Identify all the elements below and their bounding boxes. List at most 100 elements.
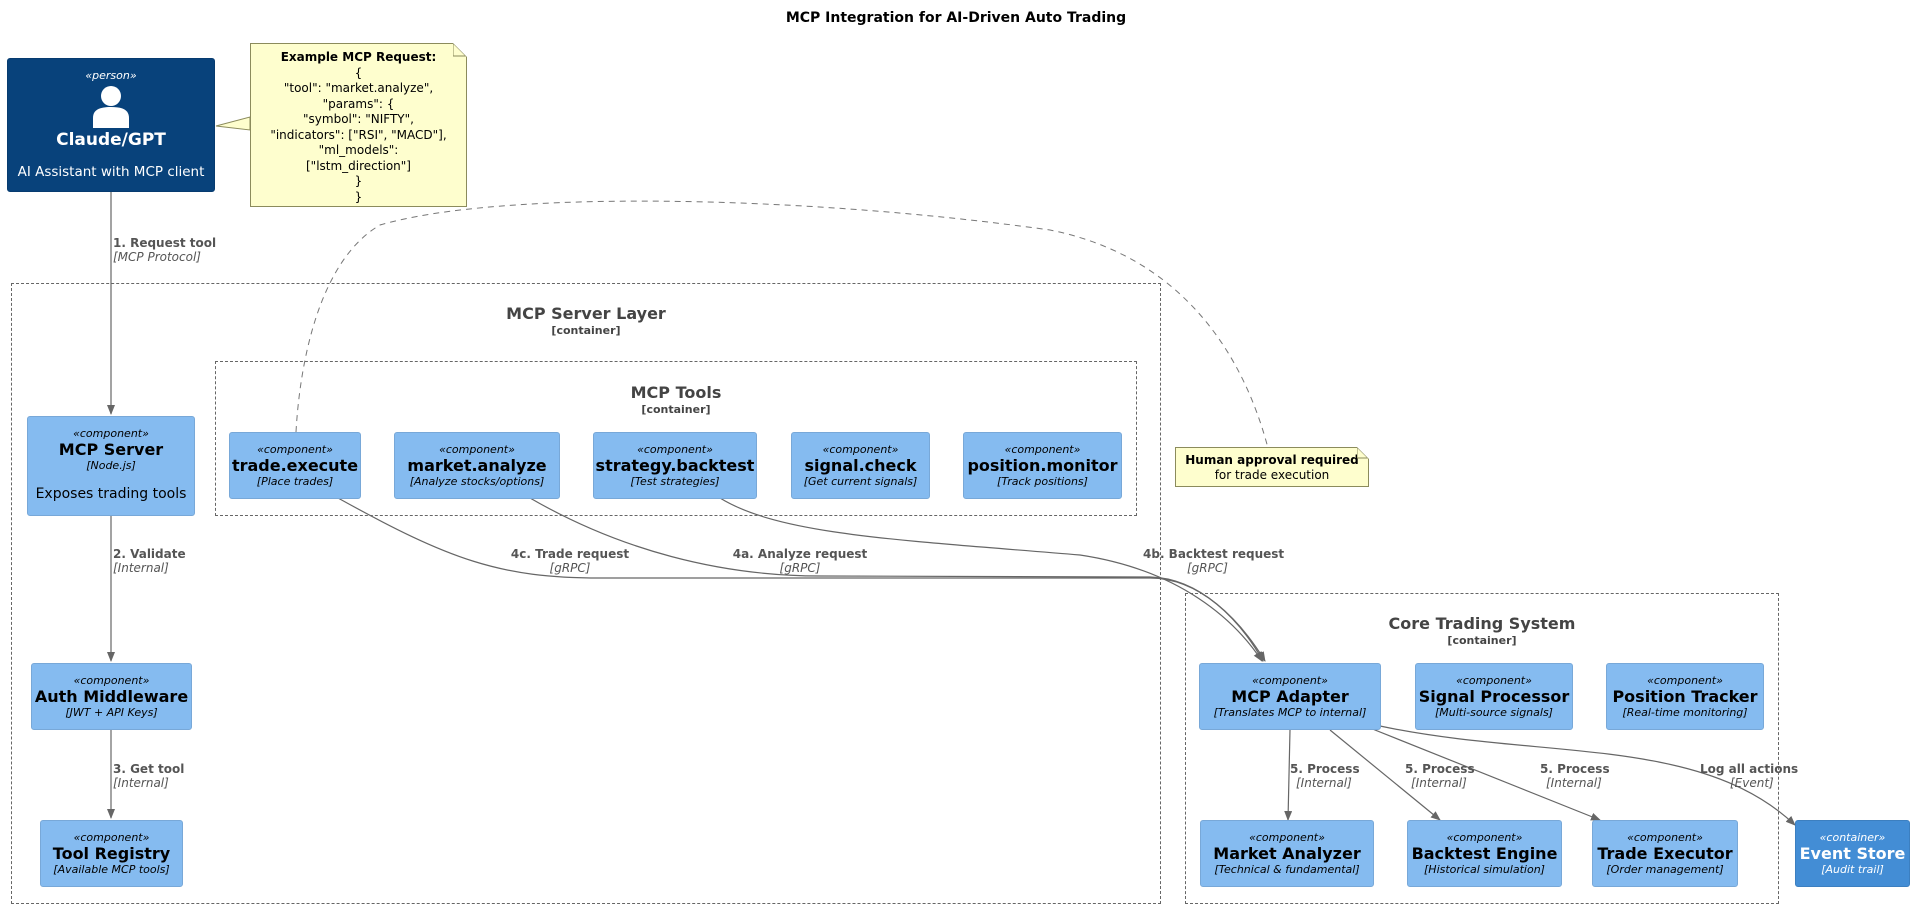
component-strategy-backtest[interactable]: «component» strategy.backtest [Test stra… [593,432,757,499]
component-market-analyze[interactable]: «component» market.analyze [Analyze stoc… [394,432,560,499]
person-description: AI Assistant with MCP client [17,164,205,180]
component-market-analyzer[interactable]: «component» Market Analyzer [Technical &… [1200,820,1374,887]
note-line: "indicators": ["RSI", "MACD"], [270,127,447,142]
component-position-monitor[interactable]: «component» position.monitor [Track posi… [963,432,1122,499]
edge-label-log-actions: Log all actions [Event] [1700,762,1798,790]
edge-analyze-request [529,497,1264,662]
boundary-mcp-server-layer: MCP Server Layer [container] [11,283,1161,904]
note-fold-icon [1357,447,1369,459]
person-claude-gpt[interactable]: «person» Claude/GPT AI Assistant with MC… [7,58,215,192]
component-stereotype: «component» [73,427,149,440]
component-auth-middleware[interactable]: «component» Auth Middleware [JWT + API K… [31,663,192,730]
component-tech: [JWT + API Keys] [65,706,158,719]
component-tech: [Real-time monitoring] [1622,706,1748,719]
container-name: Event Store [1799,844,1906,863]
edge-label-text: 4b. Backtest request [1143,547,1285,561]
note-approval-line2: for trade execution [1214,468,1330,482]
note-line: "ml_models": [318,143,399,157]
boundary-title: MCP Tools [630,383,722,402]
component-mcp-adapter[interactable]: «component» MCP Adapter [Translates MCP … [1199,663,1381,730]
edge-label-text: 3. Get tool [113,762,185,776]
edge-label-tech: [Internal] [113,561,169,575]
edge-label-text: 2. Validate [113,547,186,561]
component-name: Position Tracker [1612,687,1758,706]
component-stereotype: «component» [1446,831,1523,844]
boundary-subtitle: [container] [641,403,711,416]
component-tech: [Node.js] [86,459,136,472]
edge-label-validate: 2. Validate [Internal] [113,547,186,575]
edge-label-analyze-request: 4a. Analyze request [gRPC] [730,547,870,575]
person-icon [93,86,129,128]
person-stereotype: «person» [85,69,137,82]
component-name: position.monitor [967,456,1118,475]
note-connector-approval [295,200,1269,449]
edge-label-backtest-request: 4b. Backtest request [gRPC] [1143,547,1284,575]
component-tech: [Order management] [1606,863,1724,876]
edge-label-tech: [MCP Protocol] [113,250,201,264]
component-tech: [Available MCP tools] [53,863,170,876]
component-tech: [Technical & fundamental] [1214,863,1360,876]
boundary-core-trading-system: Core Trading System [container] [1185,593,1779,904]
edge-label-process-backtest: 5. Process [Internal] [1405,762,1475,790]
component-mcp-server[interactable]: «component» MCP Server [Node.js] Exposes… [27,416,195,516]
component-trade-execute[interactable]: «component» trade.execute [Place trades] [229,432,361,499]
note-fold-icon [453,43,467,57]
edge-label-text: 4c. Trade request [510,547,630,561]
container-event-store[interactable]: «container» Event Store [Audit trail] [1795,820,1910,887]
note-example-request: Example MCP Request: { "tool": "market.a… [250,43,467,207]
edge-label-tech: [gRPC] [1187,561,1228,575]
edge-label-tech: [Internal] [1546,776,1602,790]
component-tech: [Historical simulation] [1424,863,1545,876]
component-name: Market Analyzer [1213,844,1361,863]
component-name: Tool Registry [52,844,171,863]
component-name: MCP Server [58,440,164,459]
diagram-title: MCP Integration for AI-Driven Auto Tradi… [785,10,1127,26]
component-tool-registry[interactable]: «component» Tool Registry [Available MCP… [40,820,183,887]
edge-label-text: 4a. Analyze request [732,547,868,561]
edge-label-get-tool: 3. Get tool [Internal] [113,762,184,790]
component-signal-processor[interactable]: «component» Signal Processor [Multi-sour… [1415,663,1573,730]
boundary-title: MCP Server Layer [506,304,666,323]
component-stereotype: «component» [1647,674,1723,687]
component-stereotype: «component» [257,443,333,456]
container-stereotype: «container» [1819,831,1886,844]
edge-label-text: 5. Process [1290,762,1360,776]
note-line: { [354,65,363,80]
component-tech: [Analyze stocks/options] [409,475,545,488]
person-name: Claude/GPT [56,130,166,150]
boundary-subtitle: [container] [1447,634,1517,647]
edge-label-tech: [Internal] [113,776,169,790]
component-name: Trade Executor [1597,844,1733,863]
edge-label-text: Log all actions [1700,762,1799,776]
component-backtest-engine[interactable]: «component» Backtest Engine [Historical … [1407,820,1562,887]
boundary-subtitle: [container] [551,324,621,337]
component-signal-check[interactable]: «component» signal.check [Get current si… [791,432,930,499]
edge-label-process-analyzer: 5. Process [Internal] [1290,762,1360,790]
component-trade-executor[interactable]: «component» Trade Executor [Order manage… [1592,820,1738,887]
component-tech: [Translates MCP to internal] [1213,706,1367,719]
component-position-tracker[interactable]: «component» Position Tracker [Real-time … [1606,663,1764,730]
edge-log-actions [1379,725,1796,826]
component-name: market.analyze [407,456,547,475]
component-stereotype: «component» [1252,674,1328,687]
edge-process-analyzer [1284,729,1293,821]
component-name: MCP Adapter [1231,687,1349,706]
component-stereotype: «component» [73,831,150,844]
component-tech: [Track positions] [997,475,1088,488]
component-name: Signal Processor [1418,687,1570,706]
edge-label-trade-request: 4c. Trade request [gRPC] [505,547,635,575]
note-line: "symbol": "NIFTY", [303,112,414,126]
edge-backtest-request [719,497,1263,662]
boundary-mcp-tools: MCP Tools [container] [215,361,1137,516]
note-line: ["lstm_direction"] [306,158,411,173]
edge-label-tech: [Event] [1730,776,1774,790]
edge-label-process-executor: 5. Process [Internal] [1540,762,1610,790]
component-tech: [Multi-source signals] [1435,706,1553,719]
component-name: signal.check [804,456,917,475]
component-stereotype: «component» [439,443,515,456]
edge-label-tech: [Internal] [1411,776,1467,790]
edge-process-executor [1369,727,1601,821]
component-name: trade.execute [231,456,359,475]
edge-label-tech: [gRPC] [549,561,591,575]
component-tech: [Place trades] [256,475,334,488]
